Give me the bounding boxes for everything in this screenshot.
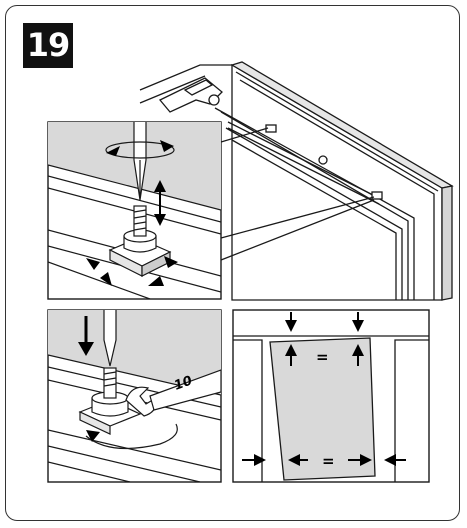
door-frame-scene: [139, 61, 454, 301]
inset-alignment-check: = =: [232, 309, 430, 483]
wrench-size-label: 10: [172, 373, 194, 393]
instruction-frame: [5, 5, 460, 521]
step-number-badge: 19: [23, 23, 73, 68]
inset-tighten-nut: 10: [47, 309, 222, 483]
equal-sign-bottom: =: [322, 452, 335, 470]
equal-sign-top: =: [316, 348, 329, 366]
inset-adjust-screw: [47, 121, 222, 300]
